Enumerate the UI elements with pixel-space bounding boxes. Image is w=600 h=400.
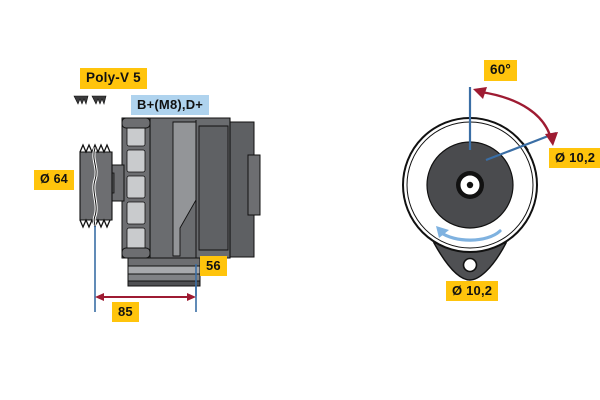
dimension-85-arrow: [95, 293, 196, 301]
label-pulley-diameter: Ø 64: [34, 170, 74, 190]
label-poly-v: Poly-V 5: [80, 68, 147, 89]
shaft-center-point: [466, 181, 474, 189]
mounting-foot: [127, 257, 201, 287]
label-length-85: 85: [112, 302, 139, 322]
label-bolt-hole-right: Ø 10,2: [549, 148, 600, 168]
poly-v-pulley: [79, 143, 113, 229]
label-terminal: B+(M8),D+: [131, 95, 210, 115]
poly-v-groove-icon: [73, 95, 107, 105]
drive-end-bracket-fins: [121, 117, 151, 259]
label-depth-56: 56: [200, 256, 227, 276]
side-view-group: [73, 95, 261, 312]
angle-60-arc: [473, 87, 558, 146]
rotation-direction-arrow: [436, 226, 502, 242]
front-view-group: [402, 87, 558, 281]
label-bolt-hole-bottom: Ø 10,2: [446, 281, 499, 301]
angled-reference-line: [485, 131, 557, 162]
rear-housing: [227, 121, 261, 258]
label-angle-60: 60°: [484, 60, 518, 81]
alternator-housing: [149, 117, 231, 259]
bolt-hole-bottom: [462, 257, 478, 273]
